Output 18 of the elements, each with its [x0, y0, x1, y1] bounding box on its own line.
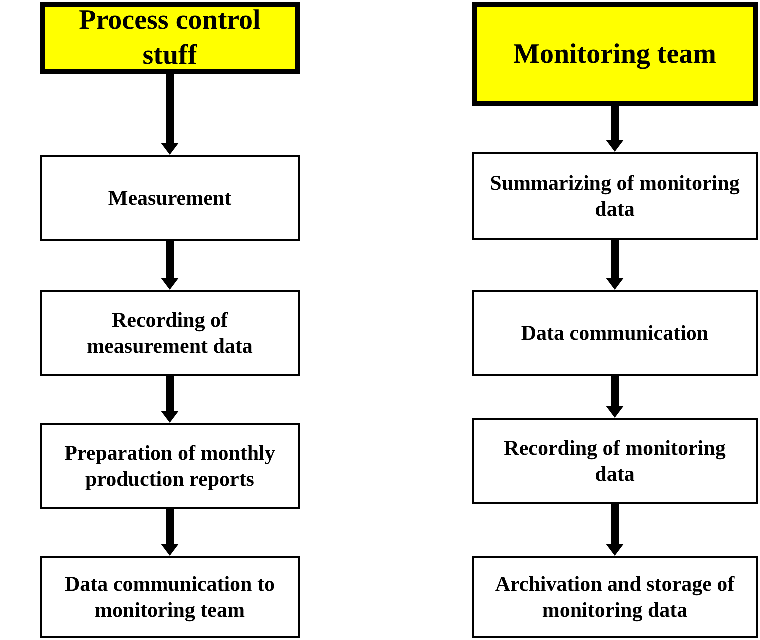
arrow [606, 504, 624, 556]
process-box: Preparation of monthly production reports [40, 423, 300, 509]
process-box: Summarizing of monitoring data [472, 152, 758, 240]
arrow [161, 74, 179, 155]
arrow [606, 376, 624, 418]
arrow [161, 509, 179, 556]
title-box: Process control stuff [40, 2, 300, 74]
arrow [606, 240, 624, 290]
arrow [606, 106, 624, 152]
process-box: Measurement [40, 155, 300, 241]
arrow [161, 241, 179, 290]
process-box: Data communication to monitoring team [40, 556, 300, 638]
process-box: Data communication [472, 290, 758, 376]
process-box: Archivation and storage of monitoring data [472, 556, 758, 638]
title-box: Monitoring team [472, 2, 758, 106]
process-box: Recording of measurement data [40, 290, 300, 376]
process-box: Recording of monitoring data [472, 418, 758, 504]
arrow [161, 376, 179, 423]
